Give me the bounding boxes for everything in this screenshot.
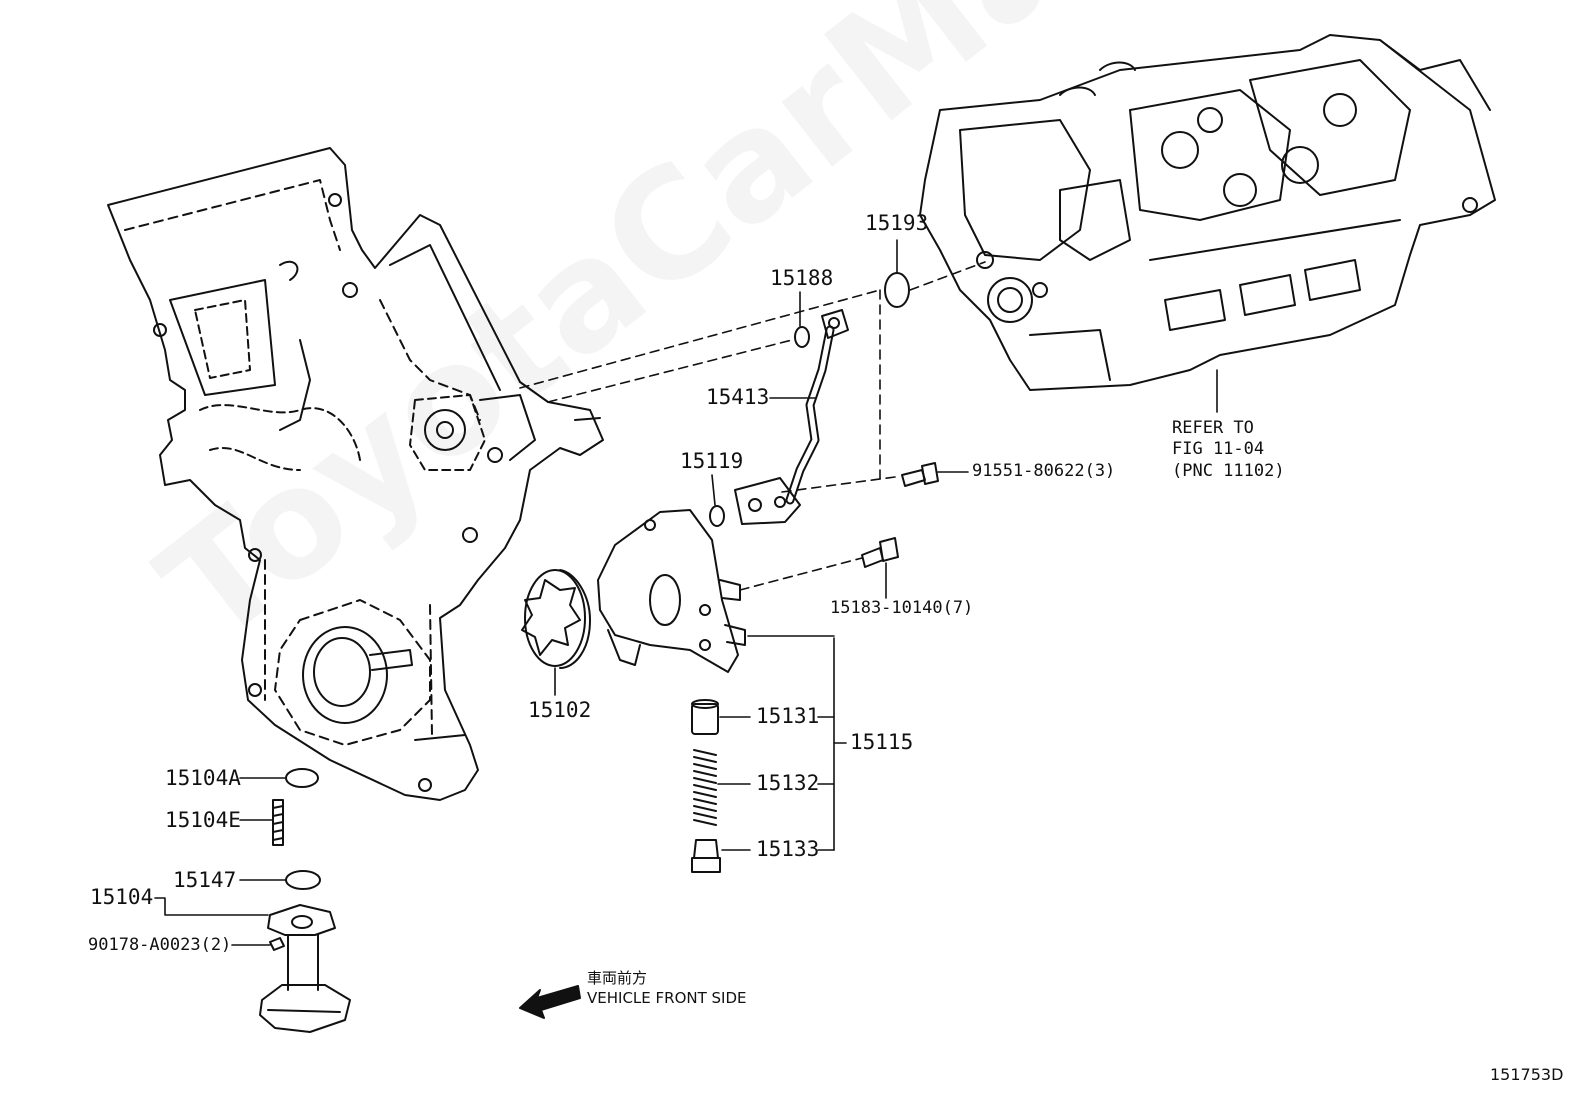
gasket-15104A — [285, 768, 319, 788]
label-15119: 15119 — [680, 449, 744, 473]
oil-pump-body — [597, 509, 746, 673]
figure-code: 151753D — [1490, 1065, 1564, 1084]
refer-line-3: (PNC 11102) — [1172, 460, 1285, 481]
bolt-15183 — [861, 537, 899, 568]
relief-valve-plug — [691, 839, 721, 873]
nut-90178 — [269, 937, 285, 951]
label-15147: 15147 — [173, 868, 237, 892]
label-91551: 91551-80622(3) — [972, 461, 1116, 481]
label-15102: 15102 — [528, 698, 592, 722]
refer-line-1: REFER TO — [1172, 418, 1254, 438]
label-15188: 15188 — [770, 266, 834, 290]
label-15193: 15193 — [865, 211, 929, 235]
leader-lines — [154, 239, 1218, 946]
relief-valve-plunger — [691, 699, 719, 735]
guide-lines — [519, 261, 986, 591]
timing-chain-cover — [107, 147, 604, 801]
o-ring-15193 — [884, 272, 910, 308]
oil-pump-rotor — [521, 569, 591, 669]
label-15104E: 15104E — [165, 808, 241, 832]
label-15104: 15104 — [90, 885, 154, 909]
refer-line-2: FIG 11-04 — [1172, 439, 1265, 460]
bolt-91551 — [901, 462, 939, 487]
relief-valve-spring — [693, 749, 717, 826]
label-15104A: 15104A — [165, 766, 241, 790]
label-15413: 15413 — [706, 385, 770, 409]
vehicle-front-en: VEHICLE FRONT SIDE — [587, 989, 747, 1008]
vehicle-front-note: 車両前方 VEHICLE FRONT SIDE — [587, 968, 747, 1009]
label-15115: 15115 — [850, 730, 914, 754]
label-15183: 15183-10140(7) — [830, 598, 974, 618]
label-15133: 15133 — [756, 837, 820, 861]
label-15131: 15131 — [756, 704, 820, 728]
cylinder-block — [919, 34, 1496, 391]
label-90178: 90178-A0023(2) — [88, 935, 232, 955]
vehicle-front-jp: 車両前方 — [587, 969, 648, 987]
gasket-15147 — [285, 870, 321, 890]
label-15132: 15132 — [756, 771, 820, 795]
o-ring-15188 — [794, 326, 810, 348]
refer-note: REFER TO FIG 11-04 (PNC 11102) — [1172, 418, 1285, 482]
vehicle-front-arrow — [519, 985, 581, 1019]
oil-strainer — [259, 904, 351, 1033]
stud-15104E — [272, 799, 284, 846]
o-ring-15119 — [709, 505, 725, 527]
oil-tube — [734, 309, 849, 525]
